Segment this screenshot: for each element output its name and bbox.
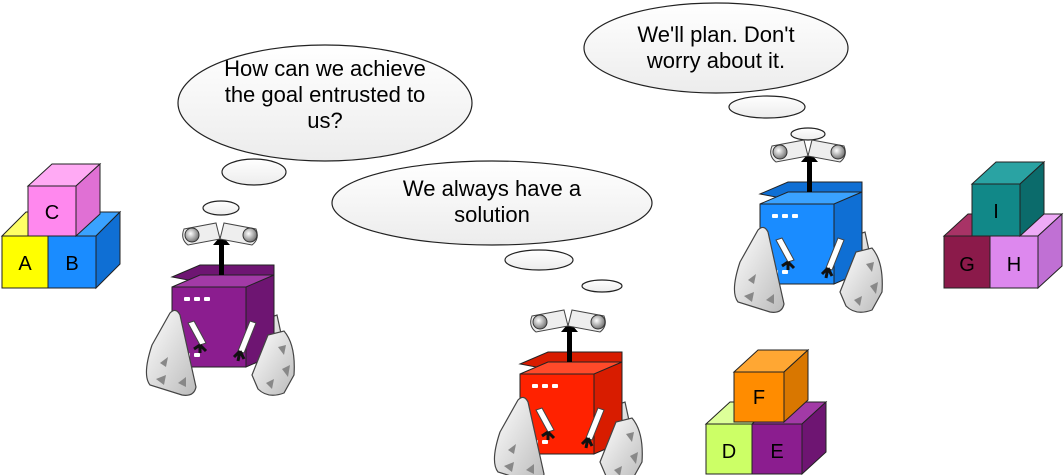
block-i-label: I <box>993 201 999 223</box>
block-a-label: A <box>18 253 32 275</box>
block-c-label: C <box>45 202 59 224</box>
block-d-label: D <box>722 441 736 463</box>
block-b-label: B <box>65 253 78 275</box>
robot-red <box>492 308 644 475</box>
thought-bubble-robot2 <box>331 160 653 293</box>
thought-text-robot2: We always have a solution <box>402 176 582 227</box>
robot-purple <box>144 221 296 397</box>
block-i: I <box>970 160 1046 238</box>
thought-bubble-robot3 <box>583 2 849 141</box>
robot-blue <box>732 138 884 314</box>
block-f: F <box>732 348 810 424</box>
block-stack-def: E D F <box>704 348 828 475</box>
block-c: C <box>26 162 102 238</box>
block-g-label: G <box>959 254 975 276</box>
block-stack-ghi: H G I <box>942 160 1064 290</box>
block-e-label: E <box>770 441 783 463</box>
thought-text-robot1: How can we achieve the goal entrusted to… <box>224 56 426 133</box>
block-stack-abc: B A C <box>0 162 122 290</box>
block-f-label: F <box>753 387 765 409</box>
thought-text-robot3: We'll plan. Don't worry about it. <box>637 22 795 73</box>
block-h-label: H <box>1007 254 1021 276</box>
thought-bubble-robot1 <box>177 44 473 216</box>
